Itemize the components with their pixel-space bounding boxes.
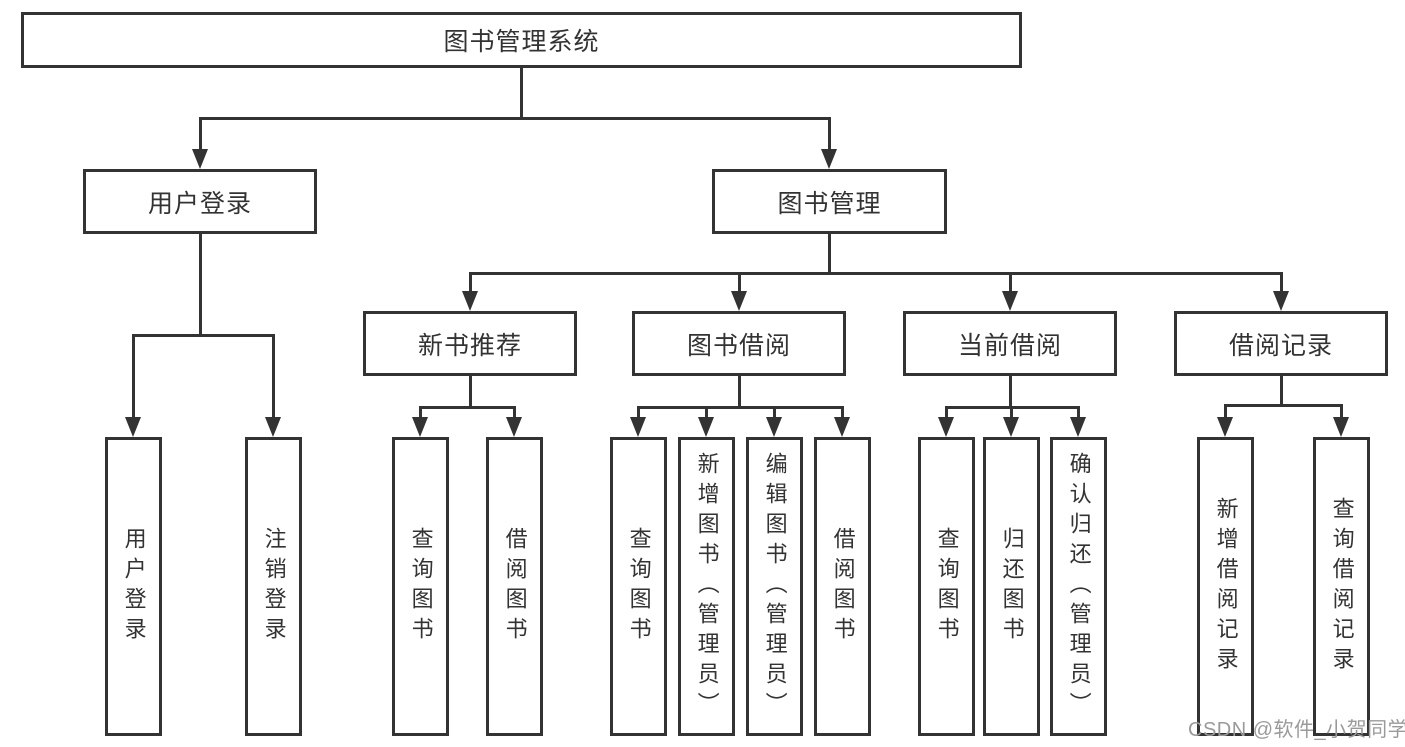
- leaf-query-book-recommend: 查询图书: [392, 437, 449, 736]
- leaf-add-book-admin: 新增图书（管理员）: [678, 437, 735, 736]
- connector-stub: [199, 117, 202, 150]
- arrowhead-down-icon: [1333, 417, 1349, 437]
- connector-stem: [1009, 376, 1012, 409]
- arrowhead-down-icon: [192, 149, 208, 169]
- node-book-borrow: 图书借阅: [632, 311, 846, 376]
- leaf-label: 新增图书（管理员）: [694, 451, 720, 722]
- leaf-query-book: 查询图书: [610, 437, 667, 736]
- node-label: 新书推荐: [417, 331, 522, 360]
- arrowhead-down-icon: [938, 417, 954, 437]
- connector-stub: [1009, 272, 1012, 293]
- connector-stem: [738, 376, 741, 409]
- connector-stem: [469, 376, 472, 409]
- arrowhead-down-icon: [506, 417, 522, 437]
- leaf-add-borrow-record: 新增借阅记录: [1197, 437, 1254, 736]
- arrowhead-down-icon: [1002, 291, 1018, 311]
- node-label: 借阅记录: [1228, 331, 1333, 360]
- arrowhead-down-icon: [1003, 417, 1019, 437]
- leaf-logout: 注销登录: [245, 437, 302, 736]
- leaf-label: 查询图书: [934, 526, 960, 647]
- arrowhead-down-icon: [412, 417, 428, 437]
- leaf-label: 查询借阅记录: [1329, 496, 1355, 677]
- arrowhead-down-icon: [462, 291, 478, 311]
- node-label: 图书借阅: [686, 331, 791, 360]
- node-user-login: 用户登录: [83, 169, 317, 234]
- connector-root-stem: [520, 68, 523, 118]
- arrowhead-down-icon: [731, 291, 747, 311]
- arrowhead-down-icon: [821, 149, 837, 169]
- connector-stub: [1280, 272, 1283, 293]
- arrowhead-down-icon: [698, 417, 714, 437]
- node-book-management: 图书管理: [712, 169, 947, 234]
- connector-stub: [1224, 404, 1227, 419]
- connector-stub: [132, 334, 135, 418]
- connector-stub: [705, 406, 708, 419]
- leaf-label: 确认归还（管理员）: [1066, 451, 1092, 722]
- connector-stub: [1340, 404, 1343, 419]
- connector-stem: [199, 234, 202, 335]
- connector-branch: [419, 406, 516, 409]
- leaf-label: 借阅图书: [502, 526, 528, 647]
- connector-stub: [738, 272, 741, 293]
- watermark: CSDN @软件_小贺同学: [1188, 719, 1405, 741]
- leaf-query-book-current: 查询图书: [918, 437, 975, 736]
- connector-stub: [828, 117, 831, 150]
- arrowhead-down-icon: [1070, 417, 1086, 437]
- connector-stem: [828, 234, 831, 274]
- connector-stub: [637, 406, 640, 419]
- connector-stub: [773, 406, 776, 419]
- connector-stub: [469, 272, 472, 293]
- arrowhead-down-icon: [766, 417, 782, 437]
- connector-root-branch: [199, 117, 831, 120]
- arrowhead-down-icon: [1273, 291, 1289, 311]
- leaf-label: 新增借阅记录: [1213, 496, 1239, 677]
- node-label: 图书管理: [777, 189, 882, 218]
- connector-stub: [1077, 406, 1080, 419]
- connector-stub: [419, 406, 422, 419]
- connector-branch: [637, 406, 844, 409]
- arrowhead-down-icon: [265, 417, 281, 437]
- connector-stem: [1280, 376, 1283, 407]
- leaf-return-book: 归还图书: [983, 437, 1040, 736]
- connector-stub: [841, 406, 844, 419]
- arrowhead-down-icon: [630, 417, 646, 437]
- node-new-book-recommend: 新书推荐: [363, 311, 577, 376]
- node-label: 当前借阅: [957, 331, 1062, 360]
- leaf-label: 注销登录: [261, 526, 287, 647]
- leaf-label: 查询图书: [408, 526, 434, 647]
- arrowhead-down-icon: [1217, 417, 1233, 437]
- leaf-label: 查询图书: [626, 526, 652, 647]
- leaf-label: 借阅图书: [830, 526, 856, 647]
- leaf-borrow-book: 借阅图书: [814, 437, 871, 736]
- connector-stub: [945, 406, 948, 419]
- node-current-borrow: 当前借阅: [903, 311, 1117, 376]
- leaf-confirm-return-admin: 确认归还（管理员）: [1050, 437, 1107, 736]
- connector-stub: [1010, 406, 1013, 419]
- connector-stub: [272, 334, 275, 418]
- connector-branch: [469, 272, 1283, 275]
- leaf-label: 归还图书: [999, 526, 1025, 647]
- leaf-label: 编辑图书（管理员）: [762, 451, 788, 722]
- leaf-label: 用户登录: [121, 526, 147, 647]
- leaf-edit-book-admin: 编辑图书（管理员）: [746, 437, 803, 736]
- connector-stub: [513, 406, 516, 419]
- node-label: 图书管理系统: [443, 28, 600, 56]
- leaf-query-borrow-record: 查询借阅记录: [1313, 437, 1370, 736]
- arrowhead-down-icon: [834, 417, 850, 437]
- node-library-system: 图书管理系统: [21, 12, 1022, 68]
- leaf-borrow-book-recommend: 借阅图书: [486, 437, 543, 736]
- node-borrow-record: 借阅记录: [1174, 311, 1388, 376]
- connector-branch: [132, 334, 275, 337]
- leaf-user-login: 用户登录: [105, 437, 162, 736]
- connector-branch: [1224, 404, 1343, 407]
- node-label: 用户登录: [147, 189, 252, 218]
- arrowhead-down-icon: [125, 417, 141, 437]
